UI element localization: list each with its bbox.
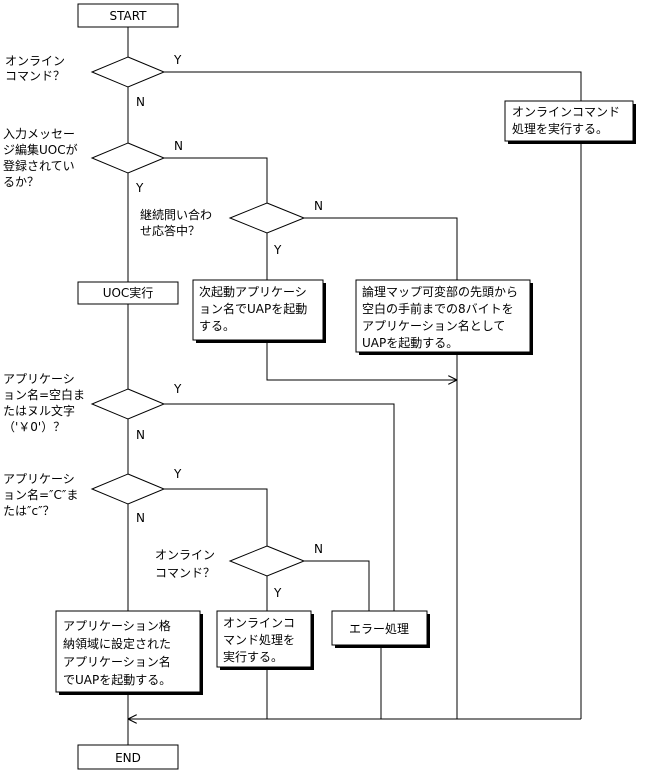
start-terminal: START [77, 3, 179, 28]
decision-label-line: せ応答中？ [140, 223, 200, 238]
decision-label-line: アプリケーシ [3, 472, 75, 486]
process-text-line: 実行する。 [223, 649, 283, 664]
no-label: N [136, 95, 145, 109]
decision-label-line: たは″c″？ [3, 504, 55, 518]
decision-input-uoc: 入力メッセー ジ編集UOCが 登録されてい るか？ N Y [3, 127, 183, 195]
connector-lines [127, 27, 582, 745]
process-text-line: エラー処理 [349, 622, 409, 636]
process-online-command-bottom: オンラインコ マンド処理を 実行する。 [216, 610, 314, 670]
yes-label: Y [273, 243, 282, 257]
edge-d5-yes [164, 488, 268, 546]
decision-label-line: るか？ [3, 175, 39, 189]
no-label: N [174, 139, 183, 153]
process-uoc: UOC実行 [77, 281, 179, 305]
decision-label-line: 継続問い合わ [140, 207, 212, 222]
edge-d6-no [304, 560, 370, 611]
edge-d2-no [164, 157, 268, 203]
start-label: START [109, 9, 147, 23]
process-text-line: でUAPを起動する。 [63, 673, 171, 687]
yes-label: Y [135, 181, 144, 195]
end-terminal: END [77, 744, 179, 770]
decision-label-line: オンライン [155, 548, 215, 562]
process-text-line: オンラインコ [223, 616, 295, 630]
decision-label-line: ジ編集UOCが [3, 142, 78, 157]
process-text-line: UOC実行 [103, 285, 154, 300]
process-text-line: オンラインコマンド [512, 105, 620, 119]
yes-label: Y [173, 53, 182, 67]
edge-d1-yes [164, 71, 582, 719]
yes-label: Y [173, 467, 182, 481]
decision-label-line: （'￥0'）？ [3, 420, 65, 434]
process-next-app: 次起動アプリケーシ ョン名でUAPを起動 する。 [192, 279, 326, 343]
process-app-storage: アプリケーション格 納領域に設定された アプリケーション名 でUAPを起動する。 [55, 610, 203, 695]
no-label: N [314, 542, 323, 556]
no-label: N [314, 199, 323, 213]
yes-label: Y [273, 586, 282, 600]
edge-next-app-merge [266, 343, 457, 380]
decision-label-line: オンライン [5, 54, 65, 68]
decision-label-line: たはヌル文字 [3, 403, 75, 418]
decision-label-line: アプリケーシ [3, 372, 75, 386]
decision-online-command-1: オンライン コマンド？ Y N [5, 53, 182, 109]
decision-label-line: コマンド？ [155, 566, 215, 580]
process-online-command-right: オンラインコマンド 処理を実行する。 [504, 100, 636, 144]
process-text-line: 処理を実行する。 [512, 121, 608, 136]
decision-app-name-c: アプリケーシ ョン名=″C″ま たは″c″？ Y N [3, 467, 182, 525]
no-label: N [136, 511, 145, 525]
yes-label: Y [173, 382, 182, 396]
no-label: N [136, 428, 145, 442]
decision-label-line: コマンド？ [5, 69, 65, 83]
process-error: エラー処理 [331, 610, 430, 648]
process-text-line: 空白の手前までの8バイトを [362, 301, 514, 316]
decision-label-line: ョン名=空白ま [3, 387, 85, 402]
process-text-line: 次起動アプリケーシ [199, 285, 307, 299]
decision-label-line: 入力メッセー [3, 127, 75, 141]
process-text-line: アプリケーション名として [362, 318, 505, 333]
decision-app-name-blank: アプリケーシ ョン名=空白ま たはヌル文字 （'￥0'）？ Y N [3, 372, 182, 442]
decision-label-line: ョン名=″C″ま [3, 487, 78, 502]
process-text-line: 論理マップ可変部の先頭から [362, 284, 518, 299]
decision-label-line: 登録されてい [3, 158, 75, 173]
process-text-line: UAPを起動する。 [362, 336, 458, 350]
process-text-line: マンド処理を [223, 633, 295, 647]
edge-d4-yes [164, 403, 395, 611]
process-text-line: 納領域に設定された [63, 636, 171, 651]
end-label: END [115, 751, 141, 765]
decision-continuous-inquiry: 継続問い合わ せ応答中？ N Y [140, 199, 323, 257]
process-text-line: アプリケーション名 [63, 654, 171, 669]
process-text-line: アプリケーション格 [63, 618, 171, 633]
process-text-line: する。 [199, 319, 235, 333]
process-logical-map: 論理マップ可変部の先頭から 空白の手前までの8バイトを アプリケーション名として… [355, 279, 533, 355]
decision-online-command-2: オンライン コマンド？ N Y [155, 542, 323, 600]
process-text-line: ョン名でUAPを起動 [199, 301, 307, 316]
